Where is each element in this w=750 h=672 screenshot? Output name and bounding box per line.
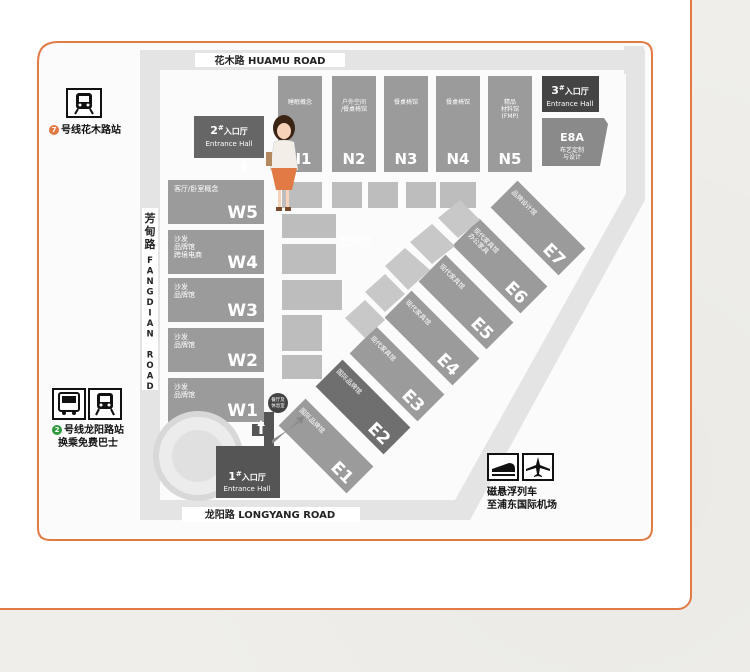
hall-w5[interactable]: 客厅/卧室概念 W5	[168, 180, 264, 224]
hall-n3[interactable]: 餐桌椅馆 N3	[384, 76, 428, 172]
restaurant-badge	[268, 393, 288, 413]
road-label-bottom-bg	[182, 507, 360, 522]
arrow-icons	[240, 160, 265, 434]
road-left-letter: F	[147, 256, 153, 266]
small-halls	[282, 182, 476, 379]
maglev-train-icon	[487, 453, 519, 481]
road-left-letter: O	[146, 361, 153, 371]
road-left-char: 甸	[144, 224, 156, 238]
entrance-1-en: Entrance Hall	[223, 485, 270, 493]
maglev-line1: 磁悬浮列车	[487, 487, 537, 498]
road-left-letter: I	[148, 309, 151, 319]
road-label-left-bg	[142, 208, 158, 390]
up-arrow-icon	[544, 160, 552, 166]
road-left-letter: N	[146, 277, 153, 287]
line2-label: 号线龙阳路站	[64, 425, 124, 436]
road-label-top: 花木路 HUAMU ROAD	[215, 54, 326, 67]
hall-name: 餐桌椅馆	[446, 98, 470, 106]
road-left-letter: R	[147, 351, 154, 361]
hall-code: W2	[227, 351, 258, 371]
road-left-char: 芳	[145, 211, 156, 225]
hall-n5[interactable]: 精品材料馆(FMP) N5	[488, 76, 532, 172]
entrance-2-en: Entrance Hall	[205, 140, 252, 148]
road-left-letter: G	[147, 288, 154, 298]
road-label-top-bg	[195, 53, 345, 67]
road-left-letter: A	[147, 267, 154, 277]
entrance-1-title: 1#入口厅	[228, 470, 266, 483]
mascot-illustration	[266, 115, 299, 211]
hall-code: N5	[499, 150, 522, 168]
entrance-hall-1[interactable]	[216, 412, 280, 498]
road-left-char: 路	[145, 237, 157, 251]
hall-name: 户外空间/餐桌椅馆	[341, 98, 367, 113]
hall-w2[interactable]: 沙发品牌馆 W2	[168, 328, 264, 372]
entrance-3-en: Entrance Hall	[546, 100, 593, 108]
road-east	[626, 60, 645, 200]
road-left-letter: A	[147, 372, 154, 382]
hall-code: W3	[227, 301, 258, 321]
hall-n2[interactable]: 户外空间/餐桌椅馆 N2	[332, 76, 376, 172]
metro-icon-2	[88, 388, 122, 420]
line7-badge: 7	[49, 125, 59, 135]
hall-name: 布艺定制与设计	[560, 146, 584, 161]
hall-code: E8A	[560, 131, 584, 144]
metro-icon	[66, 88, 102, 118]
hall-name: 沙发品牌馆	[174, 282, 195, 299]
restaurant-badge-label-2: 休息室	[271, 402, 285, 409]
hall-code: W1	[227, 401, 258, 421]
road-left-letter: D	[146, 298, 153, 308]
road-diagonal	[455, 190, 645, 520]
entrance-2-title: 2#入口厅	[210, 124, 248, 137]
hall-code: W4	[227, 253, 258, 273]
road-left-letter: D	[146, 382, 153, 392]
outdoor-hall-label: 室外馆	[339, 234, 372, 248]
hall-w3[interactable]: 沙发品牌馆 W3	[168, 278, 264, 322]
road-label-bottom: 龙阳路 LONGYANG ROAD	[204, 508, 335, 521]
hall-name: 沙发品牌馆	[174, 332, 195, 349]
hall-code: N2	[343, 150, 366, 168]
small-halls-diagonal	[345, 200, 480, 338]
line2-sub: 换乘免费巴士	[58, 438, 118, 449]
bus-icon	[52, 388, 86, 420]
hall-name: 沙发品牌馆	[174, 382, 195, 399]
road-left-letter: N	[146, 330, 153, 340]
hall-n4[interactable]: 餐桌椅馆 N4	[436, 76, 480, 172]
line2-badge: 2	[52, 425, 62, 435]
hall-name: 睡眠概念	[288, 98, 312, 106]
hall-name: 精品材料馆(FMP)	[501, 98, 519, 120]
airplane-icon	[522, 453, 554, 481]
entrance-hall-3[interactable]	[542, 76, 599, 112]
line7-label: 号线花木路站	[61, 125, 121, 136]
hall-name: 沙发品牌馆跨境电商	[174, 234, 202, 259]
entrance-hall-2[interactable]	[194, 116, 264, 158]
hall-name: 客厅/卧室概念	[174, 184, 218, 193]
road-left-letter: A	[147, 319, 154, 329]
plaza-inner	[172, 430, 224, 482]
hall-code: N3	[395, 150, 418, 168]
maglev-info: 磁悬浮列车 至浦东国际机场	[487, 486, 557, 512]
hall-code: W5	[227, 203, 258, 223]
hall-code: N4	[447, 150, 470, 168]
maglev-line2: 至浦东国际机场	[487, 500, 557, 511]
hall-w4[interactable]: 沙发品牌馆跨境电商 W4	[168, 230, 264, 274]
hall-e8a[interactable]: E8A 布艺定制与设计	[542, 118, 608, 166]
entrance-3-title: 3#入口厅	[551, 84, 589, 97]
diagonal-arrow-icon	[272, 416, 304, 444]
restaurant-badge-label-1: 餐厅及	[271, 396, 285, 403]
hall-name: 餐桌椅馆	[394, 98, 418, 106]
